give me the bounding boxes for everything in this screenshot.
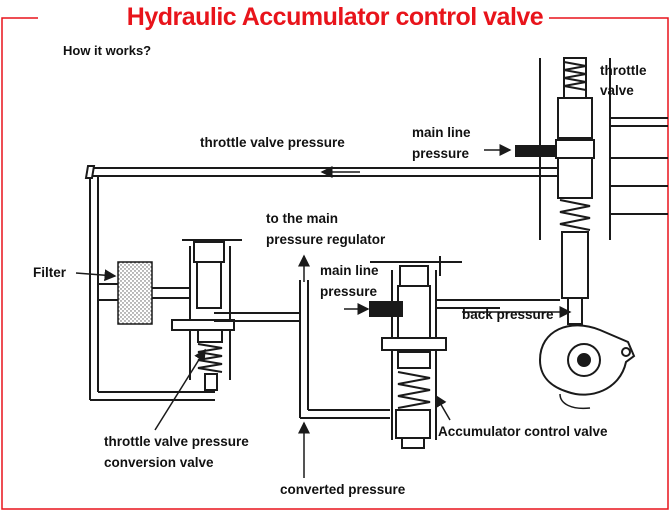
label-filter: Filter	[33, 265, 67, 280]
label-main-line-top-1: main line	[412, 125, 471, 140]
throttle-cam	[538, 324, 636, 410]
label-to-main-regulator-1: to the main	[266, 211, 339, 226]
accumulator-arrow	[435, 394, 451, 421]
label-conversion-valve-1: throttle valve pressure	[104, 434, 249, 449]
label-throttle-valve-pressure: throttle valve pressure	[200, 135, 345, 150]
label-main-line-mid-1: main line	[320, 263, 379, 278]
conversion-valve-arrow	[154, 348, 206, 431]
converted-pressure-line	[299, 280, 390, 419]
label-main-line-top-2: pressure	[412, 146, 470, 161]
label-throttle-valve-1: throttle	[600, 63, 647, 78]
label-main-line-mid-2: pressure	[320, 284, 378, 299]
label-converted-pressure: converted pressure	[280, 482, 406, 497]
label-throttle-valve-2: valve	[600, 83, 634, 98]
label-to-main-regulator-2: pressure regulator	[266, 232, 386, 247]
label-accumulator-control-valve: Accumulator control valve	[438, 424, 608, 439]
conversion-valve	[171, 239, 300, 391]
filter-block	[98, 261, 190, 325]
accumulator-valve	[369, 256, 462, 449]
throttle-valve	[515, 57, 668, 325]
diagram-title: Hydraulic Accumulator control valve	[0, 3, 670, 32]
filter-arrow	[75, 269, 117, 282]
diagram-subtitle: How it works?	[63, 43, 152, 58]
label-conversion-valve-2: conversion valve	[104, 455, 214, 470]
label-back-pressure: back pressure	[462, 307, 554, 322]
title-frame	[1, 17, 669, 510]
